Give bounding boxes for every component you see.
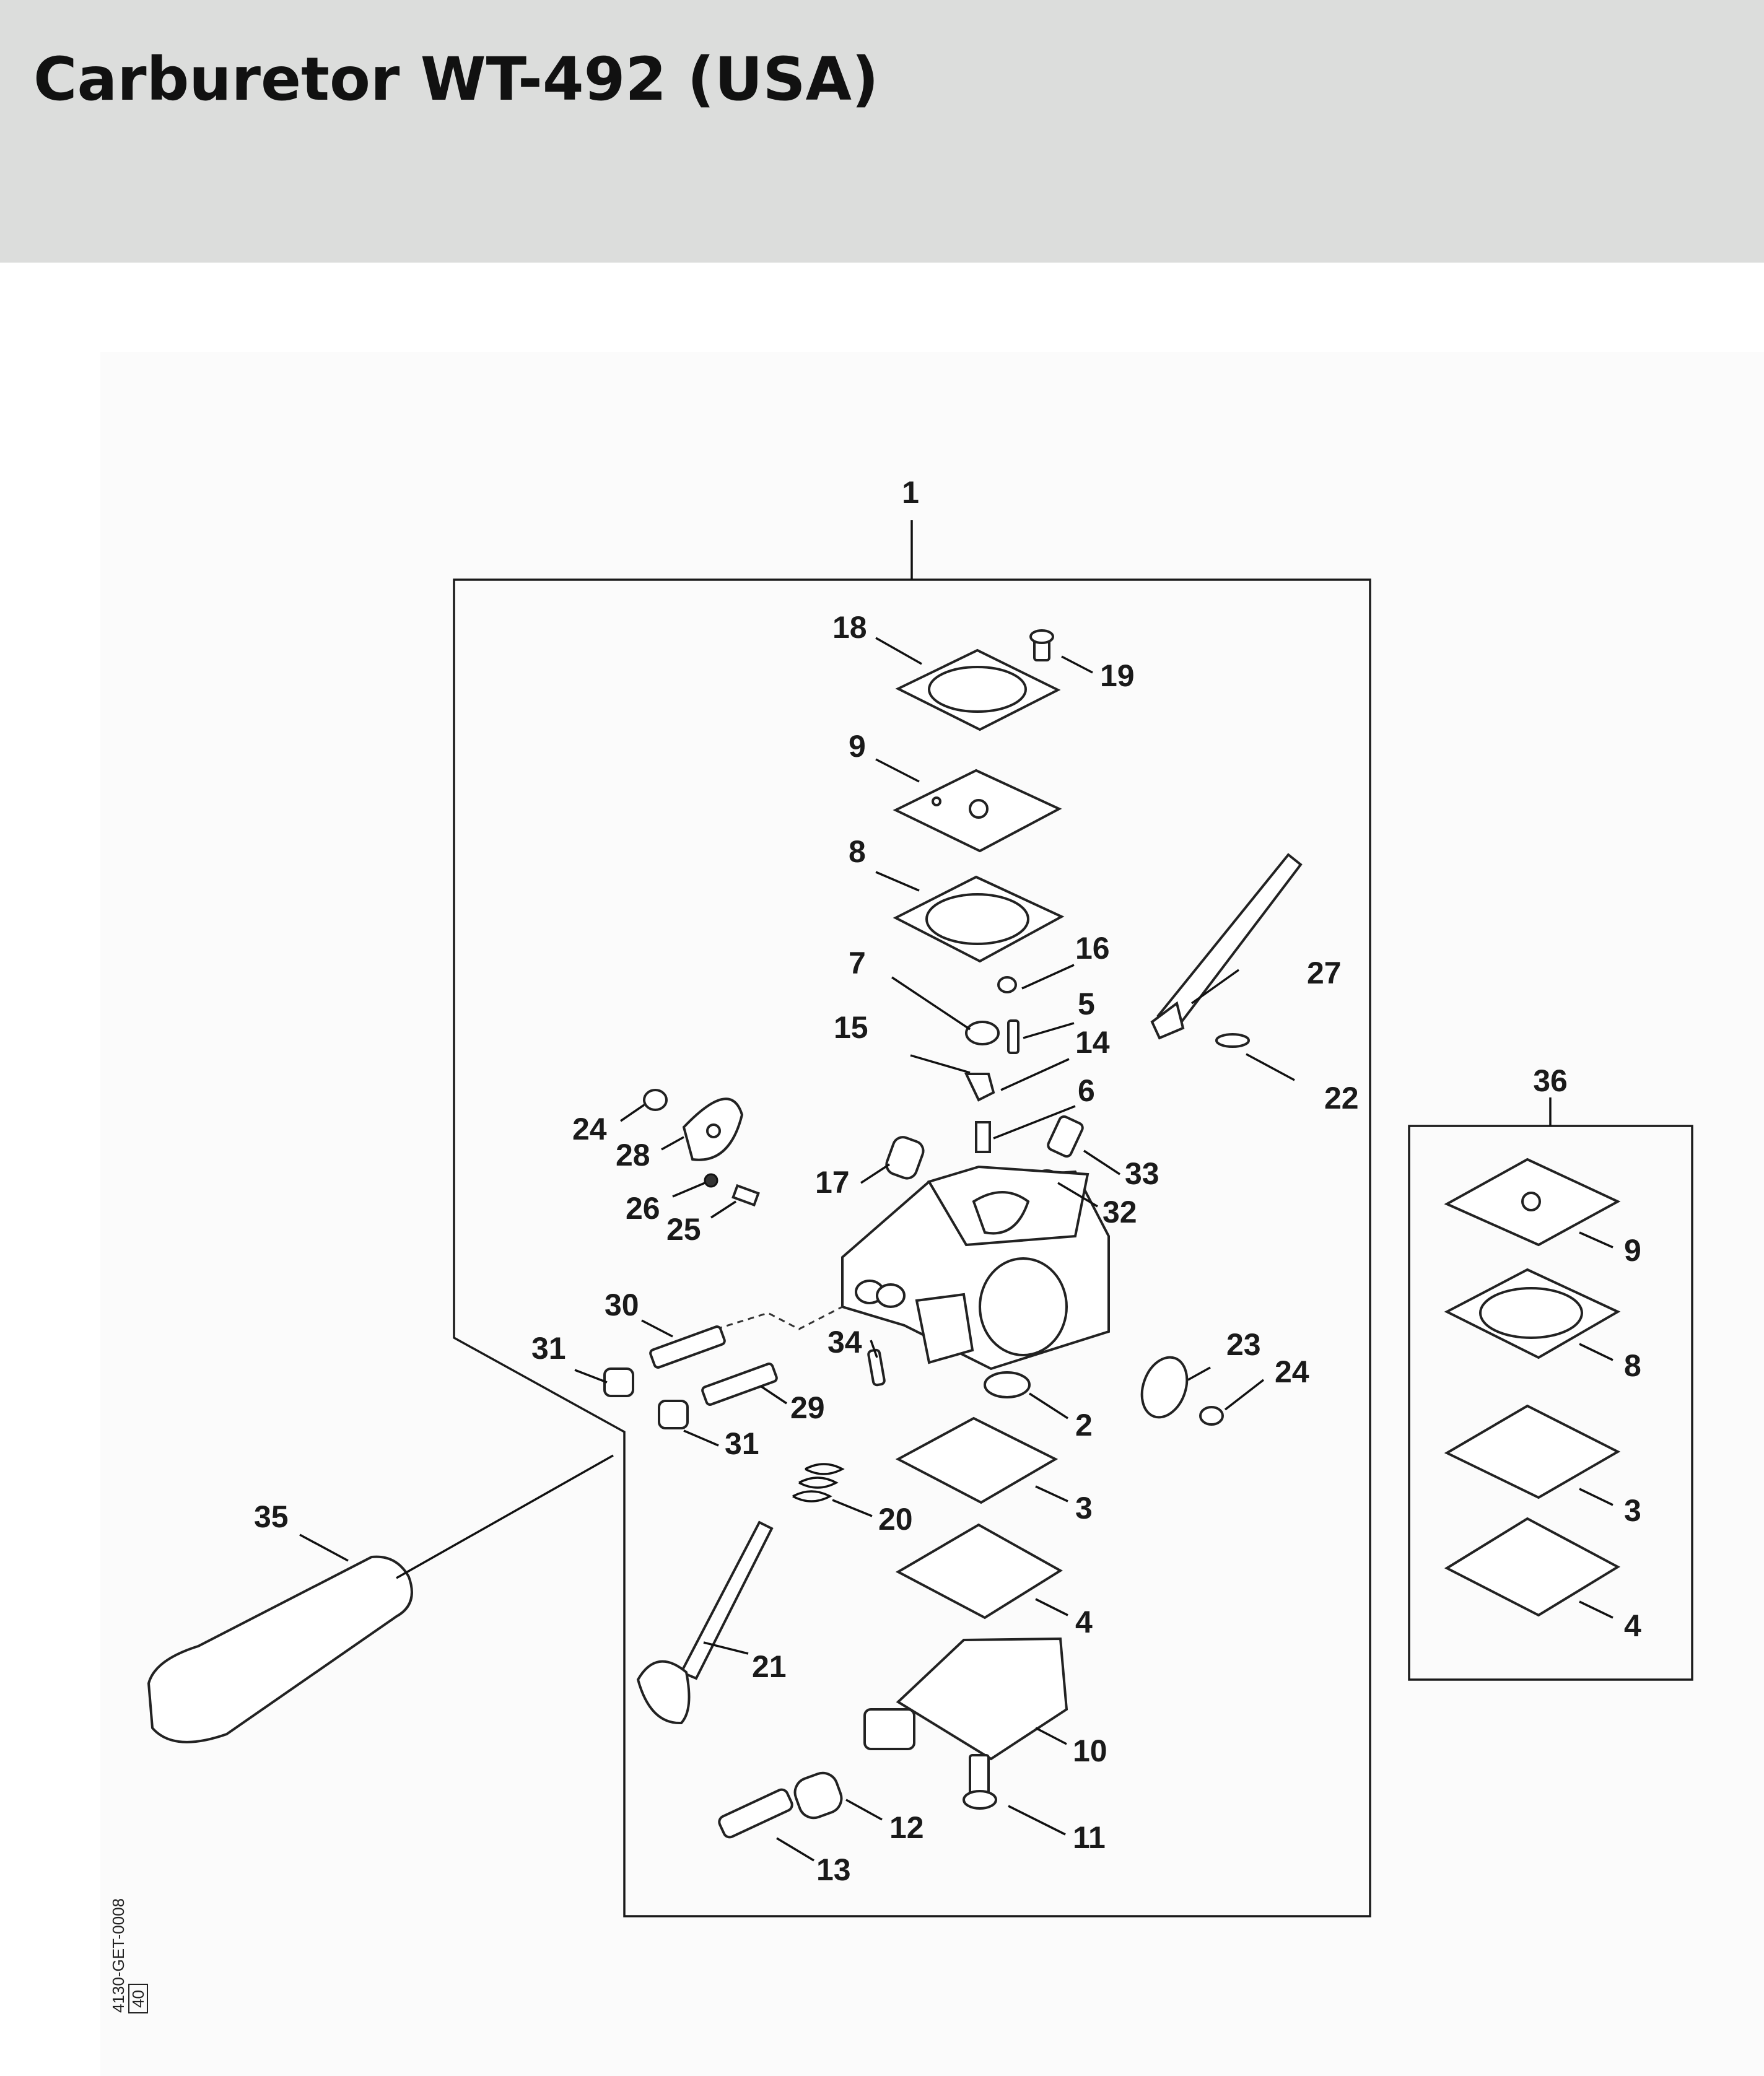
callout-5: 5 (1078, 987, 1095, 1021)
callout-35: 35 (254, 1499, 289, 1534)
screen-part-2 (984, 1371, 1031, 1398)
callout-24b: 24 (1275, 1354, 1309, 1389)
callout-9: 9 (849, 729, 866, 764)
screw-part-16 (997, 976, 1017, 993)
callout-31a: 31 (531, 1331, 566, 1366)
carburetor-body (841, 1165, 1110, 1371)
disc-part-7 (965, 1021, 1000, 1045)
pin-part-15 (910, 1054, 971, 1074)
title-banner: Carburetor WT-492 (USA) (0, 0, 1764, 263)
callout-31b: 31 (725, 1426, 759, 1461)
callout-assembly: 1 (902, 475, 919, 510)
screwdriver-part-35 (147, 1454, 614, 1743)
gasket-part-3 (895, 1416, 1059, 1504)
assembly-frame (453, 578, 1371, 1917)
callout-10: 10 (1073, 1734, 1107, 1768)
lever-part-14 (964, 1073, 995, 1102)
screw-part-13 (718, 1788, 793, 1839)
cap-part-28 (682, 1097, 744, 1161)
spring-part-25 (731, 1184, 760, 1207)
limiter-cap-part-31b (658, 1400, 689, 1429)
screw-part-19 (1029, 629, 1054, 661)
callout-25: 25 (666, 1212, 701, 1247)
adjust-screw-part-30 (649, 1325, 726, 1369)
callout-2: 2 (1075, 1408, 1093, 1442)
callout-18: 18 (832, 610, 867, 645)
ball-part-26 (704, 1173, 718, 1188)
callout-32: 32 (1102, 1195, 1137, 1229)
screw-part-24a (643, 1089, 668, 1111)
kit-gasket-part-3 (1444, 1404, 1621, 1499)
callout-14: 14 (1075, 1025, 1110, 1060)
carburetor-cover-part (895, 648, 1061, 731)
callout-12: 12 (889, 1810, 924, 1845)
spring-part-6 (975, 1121, 991, 1153)
callout-13: 13 (816, 1852, 851, 1887)
kit-diaphragm-center (1521, 1192, 1541, 1211)
callout-27: 27 (1307, 956, 1342, 990)
dashed-connector (715, 1306, 843, 1330)
plate-part-4 (895, 1523, 1063, 1620)
diaphragm-part (893, 769, 1062, 853)
limiter-cap-part-31a (603, 1367, 634, 1397)
callout-21: 21 (752, 1649, 787, 1684)
document-box: 40 (129, 1990, 147, 2008)
long-nozzle-part (1150, 853, 1303, 1040)
callout-4: 4 (1075, 1605, 1093, 1639)
spring-part-12 (793, 1771, 843, 1820)
callout-16: 16 (1075, 931, 1110, 966)
callout-24a: 24 (572, 1112, 607, 1146)
gasket-part (893, 875, 1065, 963)
spring-part-20 (792, 1463, 845, 1502)
screw-part-24b (1199, 1406, 1224, 1426)
callout-28: 28 (616, 1138, 650, 1172)
callout-11: 11 (1073, 1820, 1106, 1855)
callout-22: 22 (1324, 1081, 1359, 1115)
callout-19: 19 (1100, 658, 1135, 693)
document-code: 4130-GET-0008 (109, 1898, 128, 2013)
kit-plate-part-4 (1444, 1517, 1621, 1617)
kit-callout-4: 4 (1624, 1608, 1641, 1643)
kit-callout-9: 9 (1624, 1233, 1641, 1268)
callout-20: 20 (878, 1502, 913, 1537)
leader-lines (299, 637, 1613, 1862)
throttle-shaft-part-21 (636, 1520, 774, 1725)
callout-26: 26 (626, 1191, 660, 1226)
callout-3: 3 (1075, 1491, 1093, 1525)
callout-34: 34 (827, 1325, 862, 1359)
page-title: Carburetor WT-492 (USA) (33, 45, 879, 114)
callout-6: 6 (1078, 1073, 1095, 1108)
document-code-group: 4130-GET-0008 40 (109, 1898, 148, 2013)
callout-7: 7 (849, 946, 866, 980)
callout-17: 17 (815, 1165, 850, 1200)
disc-part-23 (1140, 1356, 1189, 1419)
clip-part-22 (1215, 1033, 1250, 1048)
callout-30: 30 (605, 1288, 639, 1322)
callout-kit: 36 (1533, 1063, 1568, 1098)
plug-part-33 (1047, 1115, 1084, 1158)
document-box-frame (128, 1984, 148, 2013)
kit-gasket-ring (1479, 1287, 1583, 1339)
needle-part-5 (1007, 1019, 1020, 1054)
callout-23: 23 (1226, 1327, 1261, 1362)
callout-33: 33 (1125, 1156, 1159, 1191)
pump-cover-part-10 (863, 1637, 1068, 1761)
kit-callout-8: 8 (1624, 1348, 1641, 1383)
screw-part-11 (963, 1754, 997, 1810)
bushing-part-17 (885, 1136, 925, 1180)
callout-8: 8 (849, 834, 866, 869)
callout-29: 29 (790, 1390, 825, 1425)
callout-15: 15 (834, 1010, 868, 1045)
kit-callout-3: 3 (1624, 1493, 1641, 1528)
adjust-screw-part-29 (701, 1363, 778, 1406)
